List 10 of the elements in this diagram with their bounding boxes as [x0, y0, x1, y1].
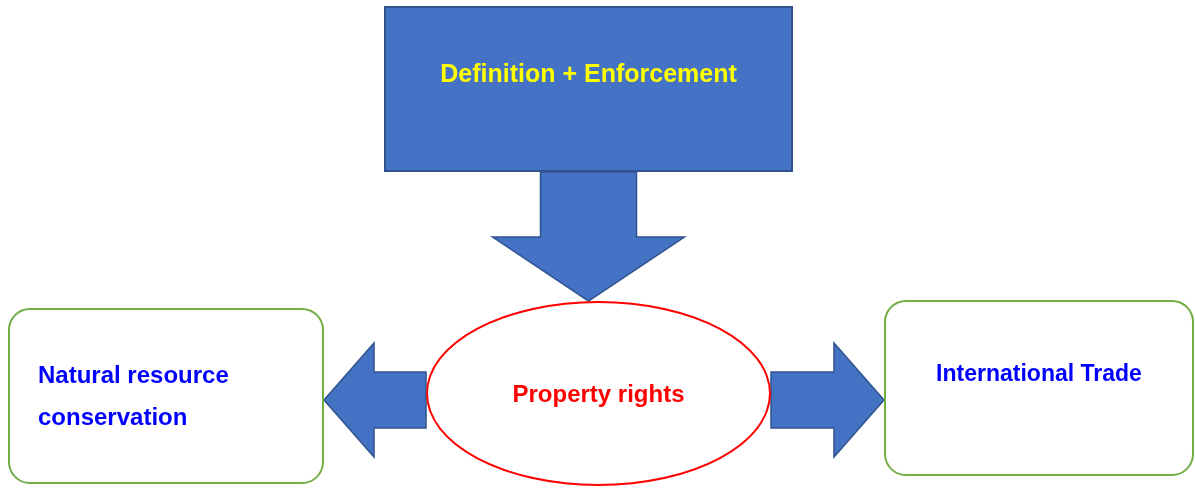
process-box: [884, 300, 1194, 476]
block-arrow: [490, 171, 687, 302]
node-label: International Trade: [936, 358, 1142, 388]
block-arrow: [323, 341, 427, 459]
process-box: [384, 6, 793, 172]
node-label: Definition + Enforcement: [440, 58, 737, 90]
node-label: Property rights: [512, 378, 685, 409]
block-arrow: [770, 341, 885, 459]
node-label: Natural resource conservation: [38, 360, 230, 432]
process-box: [8, 308, 324, 484]
